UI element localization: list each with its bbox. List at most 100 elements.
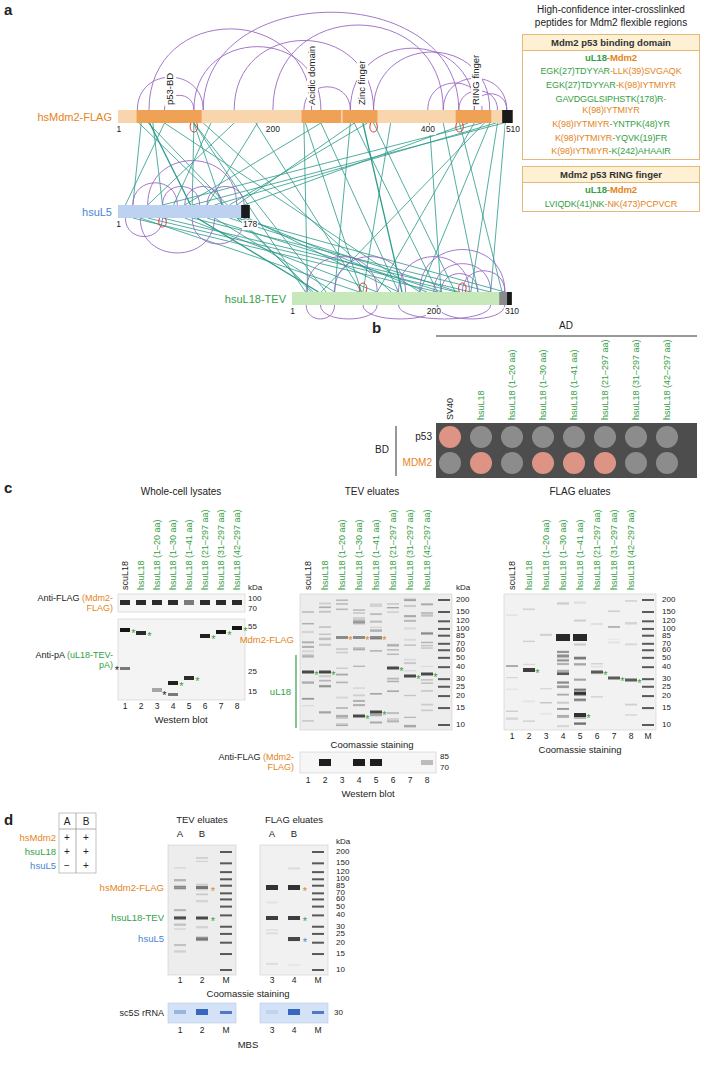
lane-number: 1 (178, 1026, 183, 1036)
lane-number: M (314, 976, 321, 986)
gel-band (557, 670, 569, 673)
peptide-box: Mdm2 p53 RING fingeruL18-Mdm2LVIQDK(41)N… (522, 166, 700, 212)
intra-crosslink-arc (149, 29, 312, 110)
gel-band (302, 650, 314, 652)
marker-size: 200 (456, 595, 469, 604)
ladder-band (438, 599, 450, 601)
peptide-text: K(98)IYTMIYR-YQVK(19)FR (523, 132, 699, 146)
marker-size: 15 (662, 703, 671, 712)
table-cell: + (83, 846, 89, 858)
band-label: hsuL5 (138, 934, 164, 945)
gel-band (353, 617, 365, 619)
ladder-band (312, 926, 324, 928)
ladder-band (312, 851, 324, 853)
gel-band (557, 657, 569, 659)
gel-band (336, 674, 348, 676)
gel-band (370, 613, 382, 615)
marker-size: 25 (248, 667, 257, 676)
lane-number: 6 (595, 732, 600, 742)
yeast-spot (563, 452, 585, 474)
crosslink-line (229, 218, 458, 292)
gel-band (370, 636, 382, 639)
ladder-band (642, 643, 654, 645)
blot-band (232, 600, 242, 605)
residue-number: 310 (504, 307, 520, 317)
ladder-band (642, 686, 654, 688)
crosslink-line (237, 123, 355, 205)
gel-band (506, 711, 518, 712)
ladder-band (312, 914, 324, 916)
table-cell: − (64, 860, 70, 872)
gel-band (319, 626, 331, 628)
gel-band (574, 692, 586, 694)
gel-band (353, 647, 365, 649)
gel-band (302, 641, 314, 643)
gel-band (421, 673, 433, 676)
marker-size: 50 (456, 653, 465, 662)
peptide-panel: High-confidence inter-crosslinked peptid… (522, 4, 700, 218)
gel-band (353, 700, 365, 702)
lane-label: hsuL18 (1–20 aa) (541, 519, 551, 590)
lane-number: 1 (123, 702, 128, 712)
asterisk: * (382, 634, 386, 647)
gel-band (557, 651, 569, 653)
marker-size: 15 (336, 949, 345, 958)
asterisk: * (348, 634, 352, 647)
self-crosslink-loop (359, 283, 366, 292)
table-cell: + (83, 860, 89, 872)
gel-band (574, 692, 586, 694)
axis-rule (436, 336, 697, 337)
ladder-band (312, 871, 324, 873)
blot-band (184, 676, 194, 680)
intra-crosslink-arc (140, 218, 214, 253)
axis-label: AD (559, 320, 573, 332)
peptide-text: uL18-Mdm2 (523, 183, 699, 197)
gel-band (540, 634, 552, 636)
gel-band (591, 696, 603, 697)
crosslink-line (377, 123, 474, 292)
gel-band (353, 687, 365, 689)
gel-band (319, 671, 331, 674)
gel-band (523, 668, 535, 672)
lane-label: scuL18 (303, 561, 313, 590)
ladder-band (642, 707, 654, 709)
self-crosslink-loop (190, 123, 197, 132)
marker-size: 85 (456, 631, 465, 640)
gel-band (302, 611, 314, 612)
western-blot (118, 619, 245, 700)
ladder-band (438, 695, 450, 697)
construct-label: hsuL18 (1–20 aa) (507, 349, 517, 420)
residue-number: 178 (242, 220, 258, 230)
intra-crosslink-arc (163, 186, 200, 205)
gel-band (421, 632, 433, 634)
lane-number: 3 (270, 1026, 275, 1036)
ladder-band (220, 878, 232, 880)
blot-band (120, 667, 130, 670)
lane-number: 6 (391, 776, 396, 786)
lane-number: 3 (340, 776, 345, 786)
gel-band (421, 633, 433, 635)
lane-label: scuL18 (120, 561, 130, 590)
asterisk: * (365, 713, 369, 726)
crosslink-line (429, 123, 441, 292)
ladder-band (438, 678, 450, 680)
ladder-band (438, 724, 450, 726)
protein-name: hsuL18-TEV (225, 293, 286, 305)
gel-band (353, 694, 365, 696)
blot-band (232, 626, 242, 630)
ladder-band (220, 926, 232, 928)
self-crosslink-loop (370, 123, 377, 132)
marker-size: 10 (336, 965, 345, 974)
marker-size: 20 (336, 938, 345, 947)
protein-bar: hsuL5 (118, 205, 250, 218)
gel-band (288, 937, 300, 941)
yeast-spot (594, 452, 616, 474)
lane-number: 2 (323, 776, 328, 786)
panel-heading: FLAG eluates (549, 486, 610, 498)
rna-band (220, 1011, 232, 1014)
ladder-band (438, 649, 450, 651)
axis-label: BD (375, 444, 389, 456)
gel-band (370, 711, 382, 714)
ladder-band (220, 862, 232, 864)
marker-size: 150 (456, 607, 469, 616)
